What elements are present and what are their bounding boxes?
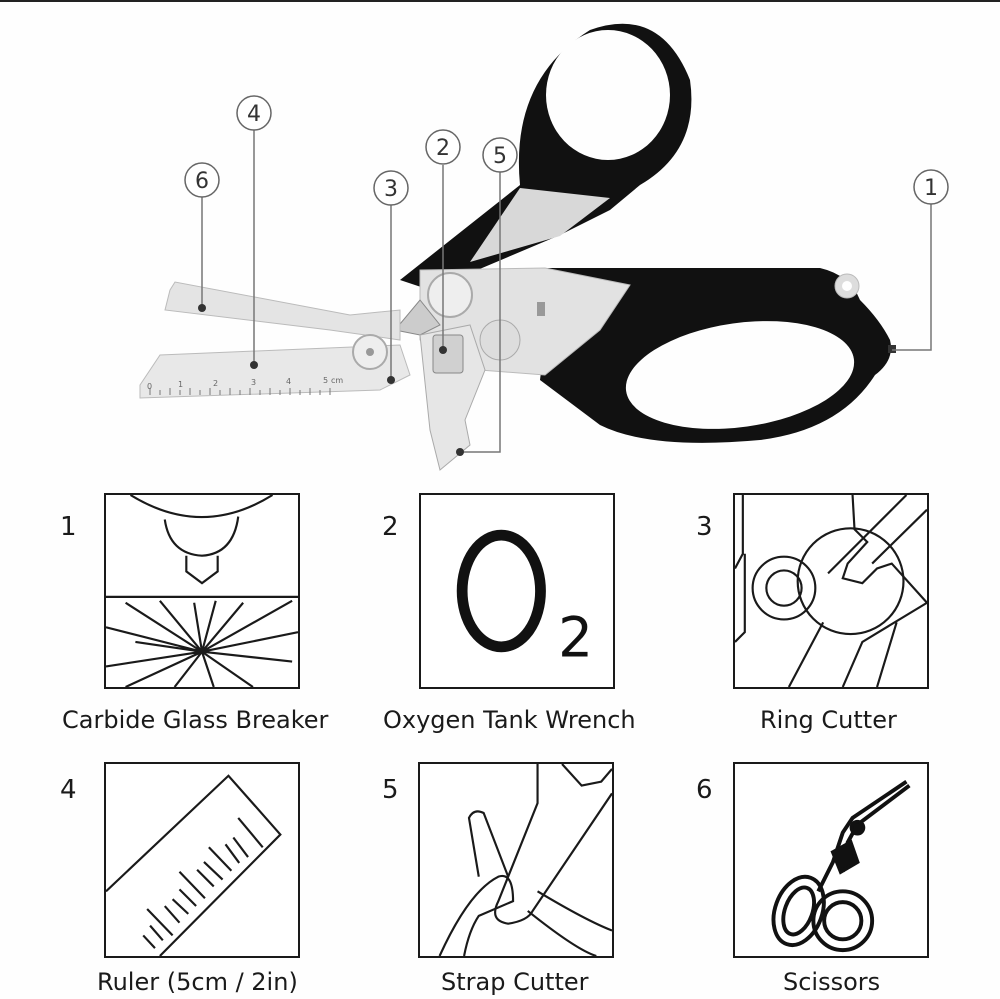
svg-text:1: 1: [924, 176, 938, 201]
feature-label: Strap Cutter: [441, 968, 589, 996]
svg-text:2: 2: [558, 606, 593, 670]
callout-1: 1: [913, 169, 949, 205]
feature-number: 1: [60, 512, 77, 542]
svg-text:5: 5: [493, 144, 507, 169]
strap-cutter-icon: [418, 762, 614, 958]
ruler-icon: [104, 762, 300, 958]
callout-dots: [198, 304, 464, 456]
o2-icon: 2: [419, 493, 615, 689]
callout-2: 2: [425, 129, 461, 165]
svg-text:5: 5: [323, 376, 328, 385]
svg-text:2: 2: [213, 379, 218, 388]
glass-breaker-icon: [104, 493, 300, 689]
feature-number: 3: [696, 512, 713, 542]
feature-label: Ring Cutter: [760, 706, 897, 734]
feature-number: 2: [382, 512, 399, 542]
svg-text:cm: cm: [331, 376, 343, 385]
upper-handle: [400, 23, 692, 290]
callout-5: 5: [482, 137, 518, 173]
callout-4: 4: [236, 95, 272, 131]
callout-6: 6: [184, 162, 220, 198]
feature-number: 5: [382, 775, 399, 805]
svg-text:0: 0: [147, 382, 152, 391]
svg-text:6: 6: [195, 169, 209, 194]
callout-lines: [201, 130, 932, 453]
svg-text:4: 4: [286, 377, 291, 386]
svg-text:2: 2: [436, 136, 450, 161]
ring-cutter-icon: [733, 493, 929, 689]
scissor-blade: [164, 281, 401, 341]
svg-text:3: 3: [384, 177, 398, 202]
svg-text:1: 1: [178, 380, 183, 389]
feature-label: Scissors: [783, 968, 881, 996]
top-border: [0, 0, 1000, 2]
callout-3: 3: [373, 170, 409, 206]
svg-text:3: 3: [251, 378, 256, 387]
feature-number: 6: [696, 775, 713, 805]
feature-label: Carbide Glass Breaker: [62, 706, 329, 734]
feature-number: 4: [60, 775, 77, 805]
feature-label: Ruler (5cm / 2in): [97, 968, 298, 996]
product-illustration: 0 1 2 3 4 5 cm 1 2 3 4: [139, 23, 949, 471]
svg-text:4: 4: [247, 102, 261, 127]
lower-handle: [540, 268, 896, 443]
ruler-blade: 0 1 2 3 4 5 cm: [139, 334, 411, 399]
scissors-icon: [733, 762, 929, 958]
feature-label: Oxygen Tank Wrench: [383, 706, 636, 734]
